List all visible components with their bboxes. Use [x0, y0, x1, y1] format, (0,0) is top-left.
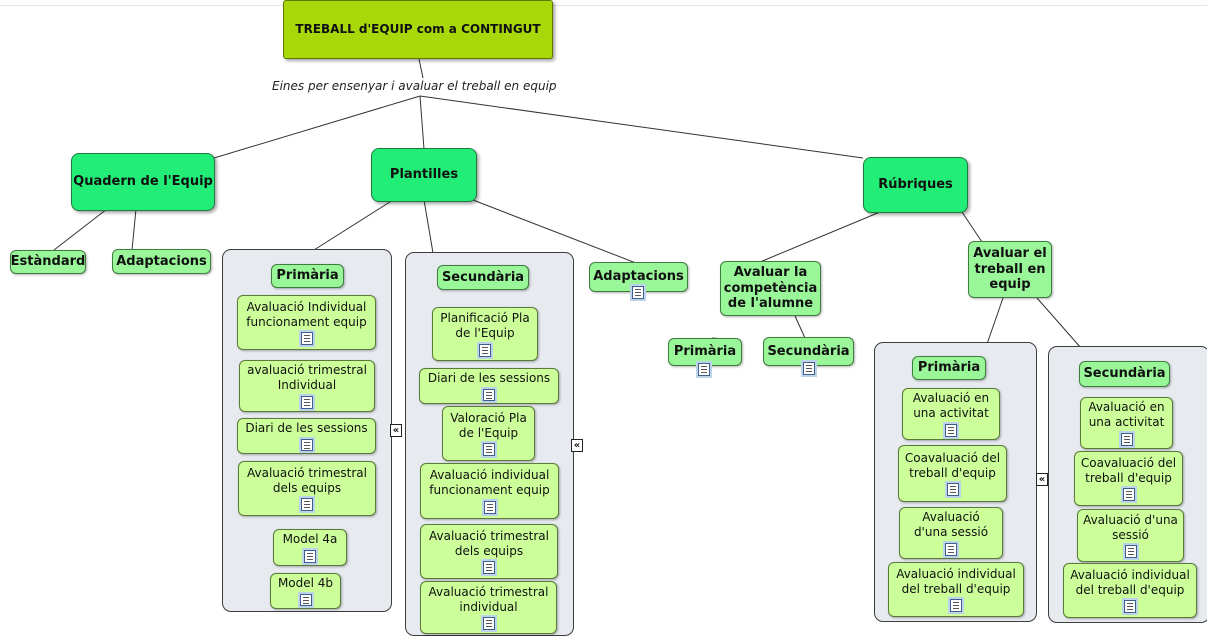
document-icon[interactable]: [301, 498, 313, 512]
document-icon[interactable]: [304, 549, 316, 563]
document-icon[interactable]: [1120, 432, 1133, 446]
pp-item-5-label: Model 4a: [282, 532, 338, 547]
rubriques-secundaria-label: Secundària: [1083, 366, 1166, 382]
competencia-primaria-label: Primària: [673, 344, 737, 360]
root-label: TREBALL d'EQUIP com a CONTINGUT: [295, 22, 541, 37]
ps-item-2-label: Diari de les sessions: [427, 371, 551, 385]
rp-item-1-label: Avaluació en una activitat: [912, 391, 990, 420]
document-icon[interactable]: [482, 443, 495, 457]
ps-item-6[interactable]: Avaluació trimestral individual: [420, 581, 557, 634]
rp-item-3[interactable]: Avaluació d'una sessió: [899, 507, 1003, 559]
estandard-node[interactable]: Estàndard: [10, 250, 86, 274]
ps-item-2[interactable]: Diari de les sessions: [419, 368, 559, 404]
estandard-label: Estàndard: [10, 254, 86, 270]
document-icon[interactable]: [299, 593, 312, 606]
document-icon[interactable]: [300, 438, 313, 451]
ps-item-3[interactable]: Valoració Pla de l'Equip: [442, 406, 535, 461]
rs-item-1-label: Avaluació en una activitat: [1088, 400, 1165, 429]
plantilles-label: Plantilles: [389, 167, 459, 183]
rubriques-node[interactable]: Rúbriques: [863, 157, 968, 213]
plantilles-adaptacions-node[interactable]: Adaptacions: [589, 262, 688, 292]
rp-item-2-label: Coavaluació del treball d'equip: [904, 450, 1001, 480]
competencia-secundaria-label: Secundària: [767, 343, 850, 359]
ps-item-6-label: Avaluació trimestral individual: [428, 584, 549, 614]
rubriques-primaria-header[interactable]: Primària: [912, 356, 986, 380]
pp-item-4[interactable]: Avaluació trimestral dels equips: [238, 461, 376, 516]
rs-item-3-label: Avaluació d'una sessió: [1083, 512, 1178, 542]
rs-item-2[interactable]: Coavaluació del treball d'equip: [1074, 451, 1183, 506]
pp-item-3-label: Diari de les sessions: [245, 421, 368, 435]
document-icon[interactable]: [483, 388, 495, 401]
root-node[interactable]: TREBALL d'EQUIP com a CONTINGUT: [283, 0, 553, 59]
rp-item-1[interactable]: Avaluació en una activitat: [902, 388, 1000, 440]
collapse-icon[interactable]: «: [1036, 473, 1048, 486]
pp-item-2-label: avaluació trimestral Individual: [247, 363, 367, 392]
pp-item-3[interactable]: Diari de les sessions: [237, 418, 376, 454]
rp-item-4[interactable]: Avaluació individual del treball d'equip: [888, 562, 1024, 617]
plantilles-adaptacions-label: Adaptacions: [593, 269, 684, 285]
treball-label: Avaluar el treball en equip: [973, 245, 1047, 293]
rs-item-3[interactable]: Avaluació d'una sessió: [1077, 509, 1184, 562]
plantilles-node[interactable]: Plantilles: [371, 148, 477, 202]
collapse-icon[interactable]: «: [390, 424, 402, 437]
pp-item-6-label: Model 4b: [277, 576, 334, 590]
quadern-label: Quadern de l'Equip: [73, 174, 213, 190]
rubriques-label: Rúbriques: [878, 177, 953, 193]
plantilles-secundaria-header[interactable]: Secundària: [437, 265, 529, 290]
ps-item-5-label: Avaluació trimestral dels equips: [429, 528, 549, 558]
competencia-node[interactable]: Avaluar la competència de l'alumne: [720, 261, 821, 316]
document-icon[interactable]: [301, 395, 313, 409]
pp-item-1[interactable]: Avaluació Individual funcionament equip: [237, 295, 376, 350]
competencia-secundaria-node[interactable]: Secundària: [763, 337, 854, 366]
document-icon[interactable]: [632, 286, 644, 299]
competencia-primaria-node[interactable]: Primària: [668, 338, 742, 366]
ps-item-4-label: Avaluació individual funcionament equip: [429, 468, 550, 497]
quadern-adaptacions-label: Adaptacions: [116, 253, 207, 269]
document-icon[interactable]: [1124, 600, 1136, 614]
rs-item-2-label: Coavaluació del treball d'equip: [1080, 455, 1177, 485]
ps-item-1[interactable]: Planificació Pla de l'Equip: [432, 307, 538, 361]
competencia-label: Avaluar la competència de l'alumne: [723, 264, 818, 312]
rp-item-4-label: Avaluació individual del treball d'equip: [896, 566, 1016, 596]
quadern-adaptacions-node[interactable]: Adaptacions: [112, 249, 211, 274]
document-icon[interactable]: [1122, 488, 1135, 502]
plantilles-secundaria-label: Secundària: [441, 269, 525, 285]
collapse-icon[interactable]: «: [571, 439, 583, 452]
document-icon[interactable]: [945, 542, 957, 556]
document-icon[interactable]: [482, 617, 495, 631]
pp-item-1-label: Avaluació Individual funcionament equip: [246, 299, 367, 329]
document-icon[interactable]: [483, 500, 496, 514]
pp-item-6[interactable]: Model 4b: [270, 573, 341, 609]
rp-item-2[interactable]: Coavaluació del treball d'equip: [898, 445, 1007, 502]
rp-item-3-label: Avaluació d'una sessió: [913, 510, 989, 539]
quadern-node[interactable]: Quadern de l'Equip: [71, 153, 215, 211]
document-icon[interactable]: [945, 423, 957, 437]
document-icon[interactable]: [300, 332, 313, 346]
rs-item-4[interactable]: Avaluació individual del treball d'equip: [1063, 563, 1197, 618]
document-icon[interactable]: [803, 362, 815, 375]
pp-item-2[interactable]: avaluació trimestral Individual: [239, 360, 375, 412]
document-icon[interactable]: [1124, 545, 1137, 559]
ps-item-1-label: Planificació Pla de l'Equip: [440, 311, 530, 340]
treball-node[interactable]: Avaluar el treball en equip: [968, 241, 1052, 298]
rubriques-primaria-label: Primària: [917, 360, 981, 376]
document-icon[interactable]: [950, 599, 962, 613]
pp-item-5[interactable]: Model 4a: [273, 529, 347, 566]
rs-item-4-label: Avaluació individual del treball d'equip: [1070, 567, 1190, 597]
plantilles-primaria-label: Primària: [276, 268, 339, 284]
linking-phrase: Eines per ensenyar i avaluar el treball …: [272, 79, 557, 93]
ps-item-4[interactable]: Avaluació individual funcionament equip: [420, 463, 559, 519]
window-top-border: [0, 5, 1207, 6]
document-icon[interactable]: [479, 343, 491, 357]
rubriques-secundaria-header[interactable]: Secundària: [1079, 361, 1170, 387]
plantilles-primaria-header[interactable]: Primària: [271, 264, 344, 288]
ps-item-3-label: Valoració Pla de l'Equip: [450, 410, 527, 440]
pp-item-4-label: Avaluació trimestral dels equips: [247, 465, 367, 495]
ps-item-5[interactable]: Avaluació trimestral dels equips: [420, 524, 558, 579]
document-icon[interactable]: [483, 561, 495, 575]
document-icon[interactable]: [698, 363, 710, 376]
document-icon[interactable]: [946, 483, 959, 497]
rs-item-1[interactable]: Avaluació en una activitat: [1080, 397, 1173, 449]
